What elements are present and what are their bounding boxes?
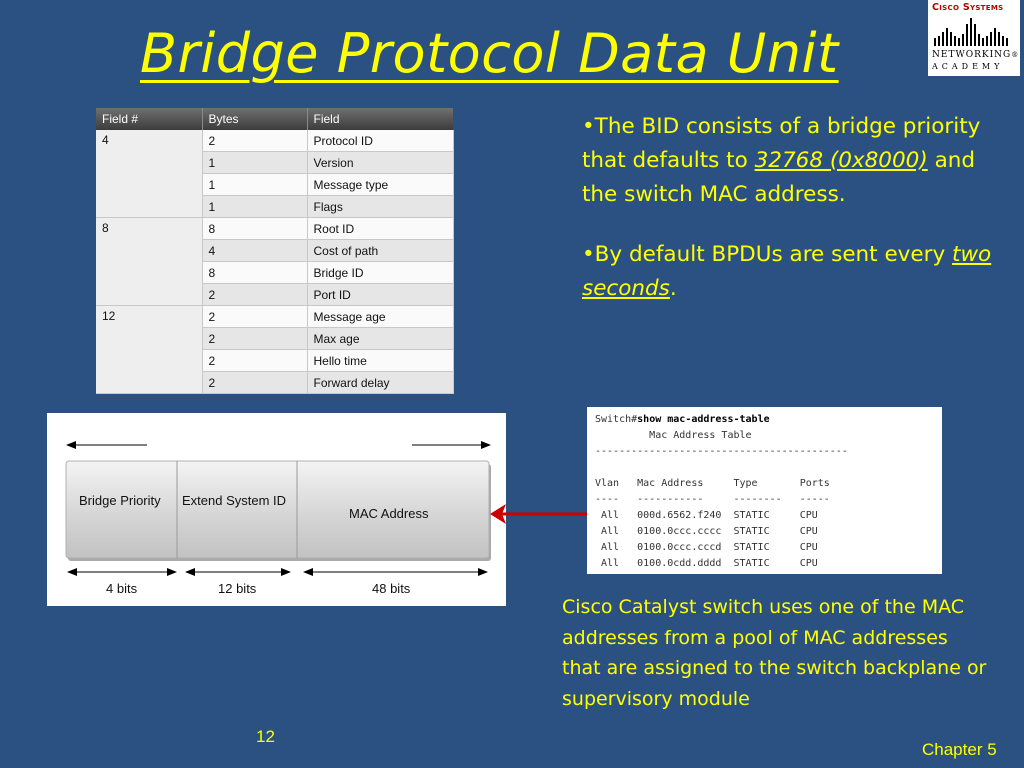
bytes-cell: 2	[202, 283, 308, 306]
red-arrow-icon	[490, 504, 587, 524]
default-priority-value: 32768 (0x8000)	[754, 148, 928, 173]
bullet-bid: •The BID consists of a bridge priority t…	[582, 114, 981, 207]
table-row: 1 Message type	[96, 173, 454, 196]
bullet-bpdu-interval: •By default BPDUs are sent every two sec…	[582, 242, 992, 301]
bytes-cell: 2	[202, 349, 308, 372]
table-row: 2 Hello time	[96, 349, 454, 372]
column-header: Field #	[96, 108, 203, 130]
table-row: 2 Max age	[96, 327, 454, 350]
bytes-cell: 2	[202, 371, 308, 394]
bytes-cell: 2	[202, 305, 308, 328]
bridge-id-box	[65, 460, 490, 559]
bytes-cell: 8	[202, 261, 308, 284]
table-row: 2 Forward delay	[96, 371, 454, 394]
table-row: 4 Cost of path	[96, 239, 454, 262]
column-header: Bytes	[202, 108, 308, 130]
bytes-cell: 1	[202, 173, 308, 196]
size-label-4: 4 bits	[106, 581, 138, 596]
field-cell: Port ID	[307, 283, 454, 306]
bridge-id-diagram: Bridge Priority Extend System ID MAC Add…	[47, 413, 506, 606]
bytes-cell: 2	[202, 130, 308, 152]
table-row: 8 8 Root ID	[96, 217, 454, 306]
field-number-cell: 8	[96, 217, 203, 306]
catalyst-caption: Cisco Catalyst switch uses one of the MA…	[562, 596, 987, 710]
bridge-id-diagram-graphic	[65, 441, 491, 576]
table-row: 2 Port ID	[96, 283, 454, 306]
field-cell: Protocol ID	[307, 130, 454, 152]
field-cell: Bridge ID	[307, 261, 454, 284]
table-row: 1 Version	[96, 151, 454, 174]
bpdu-field-table: Field # Bytes Field 4 2 Protocol ID 1 Ve…	[96, 108, 454, 394]
table-row: 12 2 Message age	[96, 305, 454, 394]
page-number: 12	[256, 727, 275, 746]
registered-mark: ®	[1011, 51, 1020, 59]
size-label-48: 48 bits	[372, 581, 411, 596]
field-cell: Message age	[307, 305, 454, 328]
bridge-bars-icon	[934, 18, 1008, 46]
field-cell: Hello time	[307, 349, 454, 372]
bullet-list: •The BID consists of a bridge priority t…	[582, 110, 992, 332]
cli-output: Switch#show mac-address-table Mac Addres…	[587, 407, 942, 574]
bytes-cell: 2	[202, 327, 308, 350]
field-cell: Cost of path	[307, 239, 454, 262]
field-cell: Forward delay	[307, 371, 454, 394]
segment-bridge-priority: Bridge Priority	[79, 493, 161, 508]
cli-text: Switch#show mac-address-table Mac Addres…	[595, 414, 848, 569]
column-header: Field	[307, 108, 453, 130]
chapter-label: Chapter 5	[922, 740, 997, 759]
bytes-cell: 1	[202, 195, 308, 218]
field-cell: Root ID	[307, 217, 454, 240]
segment-mac-address: MAC Address	[349, 506, 429, 521]
field-number-cell: 12	[96, 305, 203, 394]
logo-line2: Networking®	[932, 50, 1020, 60]
slide-title: Bridge Protocol Data Unit	[140, 22, 839, 85]
field-cell: Max age	[307, 327, 454, 350]
hello-interval-value: two seconds	[582, 242, 992, 301]
table-row: 1 Flags	[96, 195, 454, 218]
field-cell: Message type	[307, 173, 454, 196]
segment-extend-system-id: Extend System ID	[182, 493, 287, 508]
cisco-logo: Cisco Systems Networking® Academy	[928, 0, 1020, 76]
table-row: 4 2 Protocol ID	[96, 130, 454, 218]
logo-line3: Academy	[932, 62, 1004, 71]
table-header-row: Field # Bytes Field	[96, 108, 453, 130]
table-row: 8 Bridge ID	[96, 261, 454, 284]
field-number-cell: 4	[96, 130, 203, 218]
bytes-cell: 8	[202, 217, 308, 240]
field-cell: Flags	[307, 195, 454, 218]
logo-line1: Cisco Systems	[932, 2, 1004, 13]
size-label-12: 12 bits	[218, 581, 257, 596]
bytes-cell: 1	[202, 151, 308, 174]
field-cell: Version	[307, 151, 454, 174]
bytes-cell: 4	[202, 239, 308, 262]
